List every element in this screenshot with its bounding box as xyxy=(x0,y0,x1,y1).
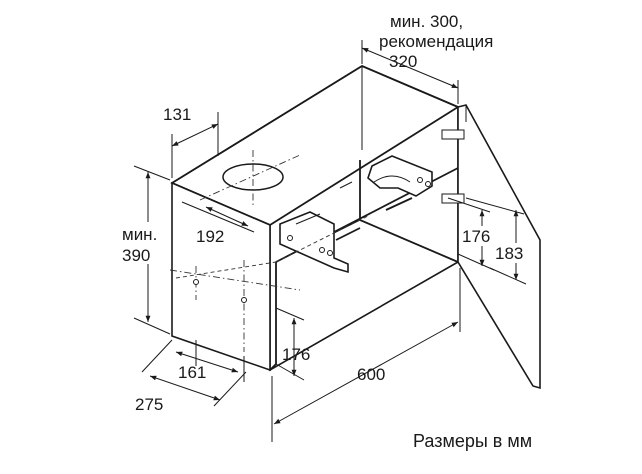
hinge-bottom-icon xyxy=(441,193,465,204)
label-183: 183 xyxy=(495,244,523,263)
dimension-192: 192 xyxy=(181,201,255,246)
label-176-right: 176 xyxy=(462,227,490,246)
label-600: 600 xyxy=(357,365,385,384)
label-min-390-a: мин. xyxy=(122,225,157,244)
label-min-390-b: 390 xyxy=(122,246,150,265)
hinge-top-icon xyxy=(441,129,465,140)
dimension-275: 275 xyxy=(135,339,247,414)
exhaust-opening xyxy=(199,150,301,205)
label-recommendation: рекомендация xyxy=(379,32,493,51)
front-screw-icon xyxy=(335,227,361,241)
hole-right-icon xyxy=(241,297,247,303)
label-131: 131 xyxy=(163,105,191,124)
dimension-600: 600 xyxy=(271,268,461,442)
center-lines xyxy=(169,214,371,352)
back-bracket-icon xyxy=(367,155,433,197)
dimension-176-right: 176 xyxy=(447,197,496,271)
units-caption: Размеры в мм xyxy=(413,431,532,451)
front-bracket-icon xyxy=(279,211,349,274)
label-161: 161 xyxy=(178,363,206,382)
label-275: 275 xyxy=(135,395,163,414)
bottom-inner-edge xyxy=(269,167,459,371)
label-176-left: 176 xyxy=(282,345,310,364)
back-bottom-edge xyxy=(359,219,459,263)
label-320: 320 xyxy=(389,52,417,71)
label-192: 192 xyxy=(196,227,224,246)
label-min-300: мин. 300, xyxy=(390,12,463,31)
dimension-131: 131 xyxy=(163,105,219,178)
dimension-183: 183 xyxy=(465,197,530,285)
dimension-390: мин. 390 xyxy=(118,165,171,335)
back-screw-icon xyxy=(385,197,413,211)
dimension-320: мин. 300, рекомендация 320 xyxy=(361,12,493,104)
mounting-brackets xyxy=(279,155,433,274)
hole-left-icon xyxy=(193,279,199,285)
